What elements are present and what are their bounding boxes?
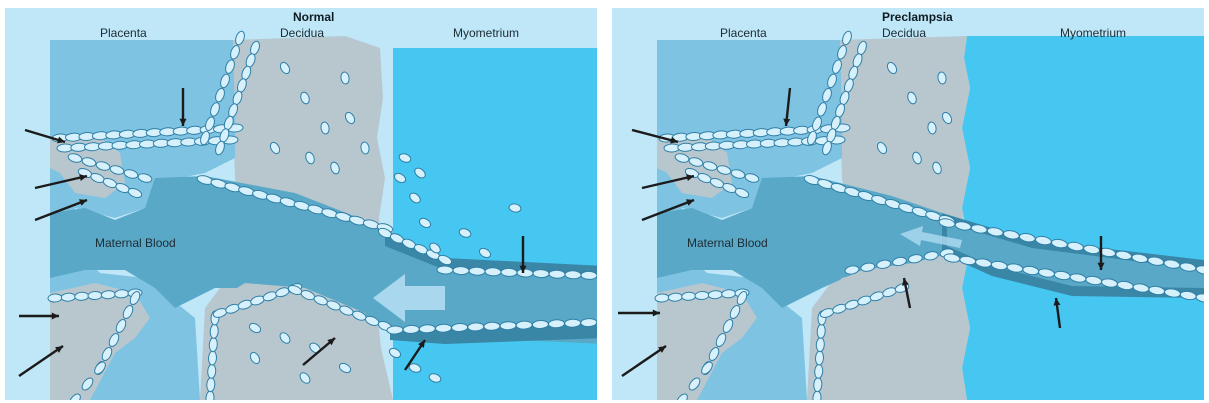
trophoblast-cell: [74, 292, 88, 301]
trophoblast-cell: [565, 271, 581, 280]
trophoblast-cell: [581, 271, 597, 280]
trophoblast-cell: [468, 323, 484, 332]
preclampsia-panel: Preclampsia Placenta Decidua Myometrium …: [612, 8, 1204, 400]
trophoblast-cell: [721, 289, 735, 298]
trophoblast-cell: [549, 270, 565, 279]
trophoblast-cell: [548, 319, 564, 328]
trophoblast-cell: [516, 321, 532, 330]
trophoblast-cell: [114, 289, 128, 298]
decidua-label: Decidua: [280, 26, 324, 40]
trophoblast-cell: [403, 325, 419, 334]
trophoblast-cell: [88, 291, 102, 300]
trophoblast-cell: [681, 292, 695, 301]
preclampsia-diagram: [612, 8, 1204, 400]
trophoblast-cell: [210, 324, 219, 338]
trophoblast-cell: [484, 322, 500, 331]
maternal-blood-label: Maternal Blood: [95, 236, 176, 250]
trophoblast-cell: [501, 268, 517, 277]
myometrium-region: [962, 36, 1204, 400]
trophoblast-cell: [435, 324, 451, 333]
trophoblast-cell: [101, 290, 115, 299]
trophoblast-cell: [469, 267, 485, 276]
trophoblast-cell: [695, 291, 709, 300]
trophoblast-cell: [708, 290, 722, 299]
trophoblast-cell: [655, 294, 669, 303]
trophoblast-cell: [209, 337, 218, 351]
normal-panel: Normal Placenta Decidua Myometrium Mater…: [5, 8, 597, 400]
placenta-label: Placenta: [100, 26, 147, 40]
trophoblast-cell: [485, 268, 501, 277]
maternal-blood-label: Maternal Blood: [687, 236, 768, 250]
trophoblast-cell: [813, 377, 822, 391]
trophoblast-cell: [517, 269, 533, 278]
trophoblast-cell: [437, 266, 453, 275]
myometrium-label: Myometrium: [453, 26, 519, 40]
placenta-label: Placenta: [720, 26, 767, 40]
trophoblast-cell: [816, 337, 825, 351]
trophoblast-cell: [206, 377, 215, 391]
panel-title: Normal: [293, 10, 334, 24]
normal-diagram: [5, 8, 597, 400]
trophoblast-cell: [207, 364, 216, 378]
trophoblast-cell: [208, 351, 217, 365]
trophoblast-cell: [814, 364, 823, 378]
trophoblast-cell: [532, 320, 548, 329]
trophoblast-cell: [581, 318, 597, 327]
trophoblast-cell: [419, 324, 435, 333]
trophoblast-cell: [387, 326, 403, 335]
decidua-label: Decidua: [882, 26, 926, 40]
trophoblast-cell: [453, 266, 469, 275]
trophoblast-cell: [815, 351, 824, 365]
trophoblast-cell: [500, 321, 516, 330]
trophoblast-cell: [565, 319, 581, 328]
trophoblast-cell: [48, 294, 62, 303]
trophoblast-cell: [451, 323, 467, 332]
myometrium-label: Myometrium: [1060, 26, 1126, 40]
trophoblast-cell: [61, 293, 75, 302]
trophoblast-cell: [668, 293, 682, 302]
trophoblast-cell: [817, 324, 826, 338]
trophoblast-cell: [533, 269, 549, 278]
panel-title: Preclampsia: [882, 10, 953, 24]
